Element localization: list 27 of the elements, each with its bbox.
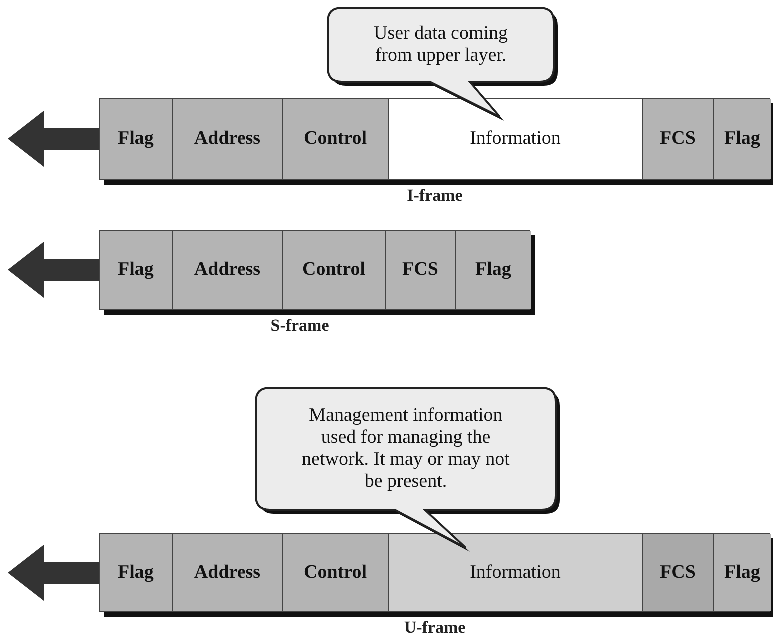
field-name: Address — [194, 562, 261, 584]
field-name: Flag — [118, 562, 154, 584]
field-name: Flag — [724, 562, 760, 584]
field-name: FCS — [660, 562, 696, 584]
field-name: FCS — [660, 128, 696, 150]
field-name: Address — [194, 128, 261, 150]
field-name: Flag — [724, 128, 760, 150]
callout-text: Management information used for managing the network. It may or may not be present. — [301, 404, 511, 494]
frame-field — [389, 534, 643, 611]
field-name: Control — [302, 259, 366, 281]
field-name: Flag — [476, 259, 512, 281]
field-name: Flag — [118, 128, 154, 150]
frame-label: I-frame — [407, 186, 463, 206]
field-name: Control — [304, 562, 367, 584]
field-name: FCS — [402, 259, 438, 281]
field-name: Address — [194, 259, 261, 281]
field-name: Information — [470, 128, 561, 150]
callout-text: User data coming from upper layer. — [372, 22, 509, 68]
callout-bubble — [328, 8, 560, 120]
frame-field — [389, 99, 643, 179]
field-name: Information — [470, 562, 561, 584]
field-name: Control — [304, 128, 367, 150]
field-name: Flag — [118, 259, 154, 281]
frame-label: U-frame — [404, 618, 466, 638]
frame-field — [643, 534, 714, 611]
frame-label: S-frame — [270, 316, 330, 336]
callout-bubble — [256, 388, 562, 550]
